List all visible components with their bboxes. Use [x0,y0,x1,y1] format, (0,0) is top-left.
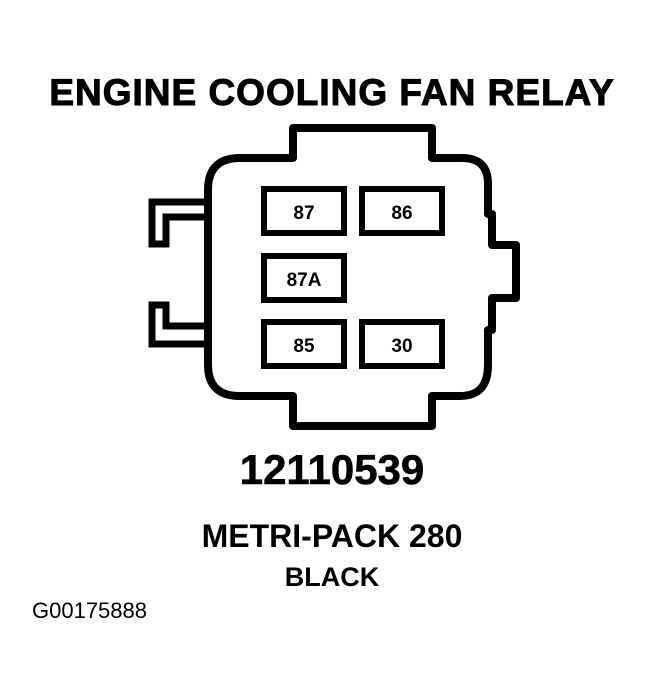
terminal-87a: 87A [261,253,347,303]
connector-housing [204,124,520,430]
figure-id: G00175888 [32,598,147,623]
lower-latch-tab [148,301,208,348]
upper-latch-tab [148,198,208,248]
terminal-85: 85 [261,319,347,369]
terminal-85-label: 85 [293,336,315,357]
terminal-86: 86 [359,186,445,236]
terminal-30: 30 [359,319,445,369]
connector-color: BLACK [284,562,380,592]
terminal-87: 87 [261,186,347,236]
part-number: 12110539 [239,446,425,494]
diagram-title: ENGINE COOLING FAN RELAY [49,72,615,114]
terminal-87a-label: 87A [287,270,322,291]
terminal-86-label: 86 [391,203,412,224]
terminal-30-label: 30 [391,336,412,357]
connector-type: METRI-PACK 280 [201,518,463,554]
terminal-87-label: 87 [293,203,314,224]
